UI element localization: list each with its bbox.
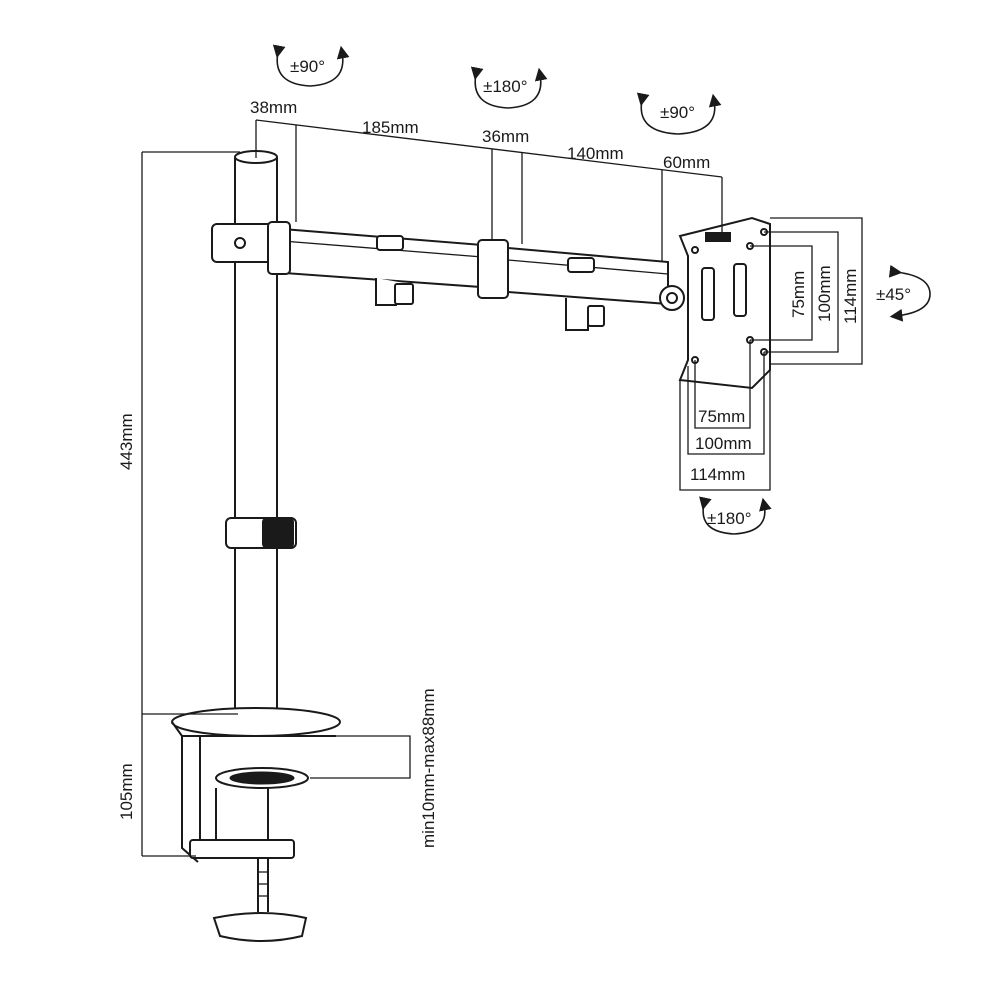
dim-label-vesa-v114: 114mm xyxy=(841,269,860,324)
dimension-lines xyxy=(141,119,863,857)
rotation-label-plate: ±180° xyxy=(707,509,752,528)
dim-label-36: 36mm xyxy=(482,127,529,146)
dim-label-38: 38mm xyxy=(250,98,297,117)
dim-label-vesa-h100: 100mm xyxy=(695,434,752,453)
dim-label-vesa-h114: 114mm xyxy=(690,465,745,484)
rotation-label-middle: ±180° xyxy=(483,77,528,96)
dim-label-clamp-height: 105mm xyxy=(117,763,136,820)
arm-assembly xyxy=(211,221,685,331)
dim-label-60: 60mm xyxy=(663,153,710,172)
dim-label-pole-height: 443mm xyxy=(117,413,136,470)
dim-label-desk-thickness: min10mm-max88mm xyxy=(419,688,438,848)
dim-label-140: 140mm xyxy=(567,144,624,163)
rotation-arcs xyxy=(272,44,931,535)
dim-label-vesa-v75: 75mm xyxy=(789,271,808,318)
vesa-plate xyxy=(678,216,771,390)
rotation-label-head: ±90° xyxy=(660,103,695,122)
dim-label-vesa-h75: 75mm xyxy=(698,407,745,426)
dim-label-185: 185mm xyxy=(362,118,419,137)
pole-collar xyxy=(225,517,297,549)
rotation-label-arm: ±90° xyxy=(290,57,325,76)
desk-clamp xyxy=(171,707,341,942)
rotation-label-tilt: ±45° xyxy=(876,285,911,304)
dim-label-vesa-v100: 100mm xyxy=(815,265,834,322)
